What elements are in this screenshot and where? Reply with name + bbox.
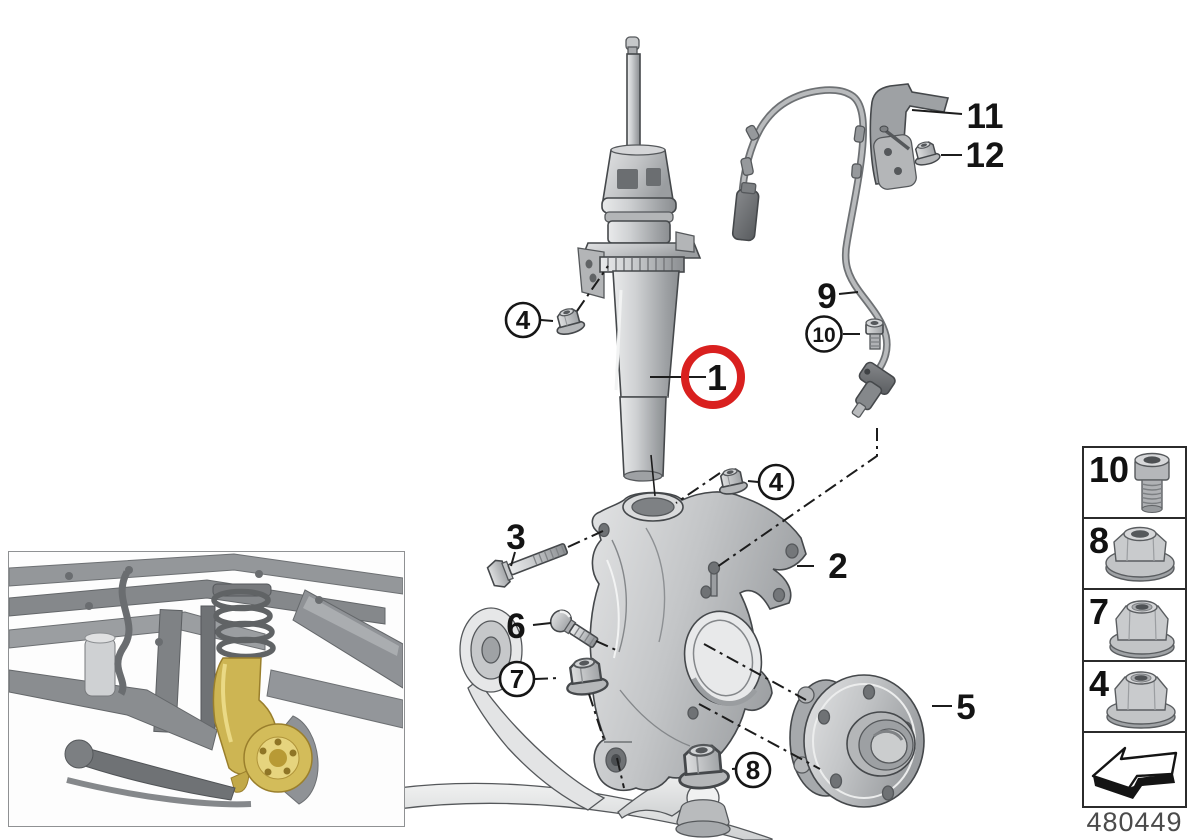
drawing-number: 480449 [1086, 807, 1183, 837]
callout-12: 12 [966, 136, 1005, 175]
callout-5: 5 [956, 688, 975, 727]
callout-10: 10 [812, 324, 835, 347]
legend-label-10: 10 [1089, 449, 1130, 490]
socket-head-bolt-icon [1134, 452, 1170, 513]
legend-row-8: 8 [1084, 519, 1185, 591]
sensor-bracket [869, 83, 950, 190]
wire-connector [731, 181, 760, 242]
abs-sensor [851, 361, 896, 418]
legend-row-arrow [1084, 733, 1185, 804]
callouts: 1 2 3 5 6 9 11 12 4 4 7 8 10 [498, 97, 1005, 789]
direction-arrow-icon [1091, 746, 1178, 799]
flange-nut-icon [1105, 526, 1175, 582]
nut-8 [678, 743, 730, 790]
callout-7: 7 [510, 664, 524, 694]
legend-row-4: 4 [1084, 662, 1185, 733]
abs-sensor-wire [731, 86, 896, 418]
callout-2: 2 [828, 547, 847, 586]
ball-joint [675, 739, 731, 838]
callout-4-right: 4 [769, 467, 784, 497]
installed-location-inset [8, 551, 405, 827]
legend-row-10: 10 [1084, 448, 1185, 520]
legend-label-4: 4 [1089, 662, 1110, 704]
callout-1: 1 [707, 357, 727, 398]
nut-7 [566, 657, 609, 696]
callout-6: 6 [506, 607, 525, 646]
nut-4-right [718, 468, 748, 495]
callout-8: 8 [746, 755, 760, 785]
nut-12 [914, 141, 941, 166]
fastener-legend: 10 8 7 [1082, 446, 1187, 808]
nut-4-left [556, 307, 586, 335]
callout-3: 3 [506, 518, 525, 557]
callout-4-left: 4 [516, 305, 531, 335]
bolt-3 [486, 543, 569, 588]
highlight-ring [681, 345, 745, 409]
steering-knuckle [589, 491, 807, 792]
legend-label-8: 8 [1089, 520, 1110, 562]
spring-strut [577, 36, 702, 482]
legend-row-7: 7 [1084, 590, 1185, 662]
callout-11: 11 [967, 97, 1004, 136]
inset-rendering [8, 553, 404, 808]
legend-label-7: 7 [1089, 591, 1110, 633]
leader-lines [510, 109, 963, 789]
flange-nut-icon [1106, 670, 1176, 729]
bolt-10 [865, 318, 884, 350]
bolt-6 [549, 609, 599, 648]
flange-nut-icon [1109, 600, 1175, 660]
wheel-hub [789, 674, 925, 808]
callout-9: 9 [817, 277, 836, 316]
